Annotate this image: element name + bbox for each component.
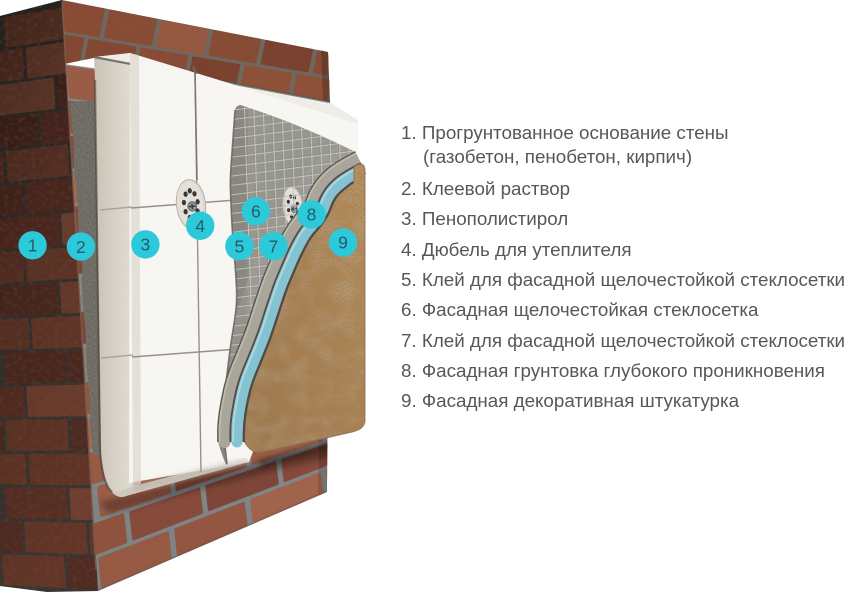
svg-text:1: 1 (28, 236, 38, 256)
svg-text:7: 7 (269, 236, 279, 256)
svg-text:3: 3 (141, 235, 151, 255)
svg-text:6: 6 (251, 202, 261, 222)
svg-text:5: 5 (235, 236, 245, 256)
svg-text:9: 9 (338, 233, 348, 253)
svg-text:4: 4 (195, 216, 205, 236)
svg-text:2: 2 (76, 237, 86, 257)
svg-text:8: 8 (307, 205, 317, 225)
